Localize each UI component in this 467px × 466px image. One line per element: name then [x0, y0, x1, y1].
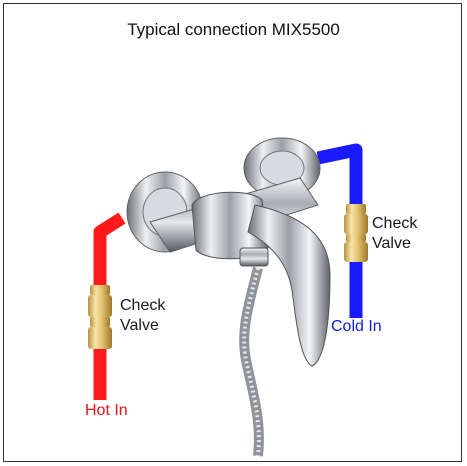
- check-valve-right-label: Check Valve: [372, 214, 417, 254]
- shower-hose-icon: [239, 266, 264, 457]
- mixer-tap-icon: [126, 137, 331, 367]
- check-valve-left-line1: Check: [120, 297, 166, 314]
- diagram-title: Typical connection MIX5500: [127, 20, 340, 39]
- check-valve-left-line2: Valve: [120, 317, 159, 334]
- cold-in-label: Cold In: [331, 318, 382, 335]
- check-valve-right-line1: Check: [372, 215, 418, 232]
- check-valve-right-icon: [344, 204, 368, 262]
- hot-in-label: Hot In: [85, 402, 128, 419]
- check-valve-left-label: Check Valve: [120, 296, 165, 336]
- check-valve-right-line2: Valve: [372, 235, 411, 252]
- check-valve-left-icon: [88, 285, 112, 349]
